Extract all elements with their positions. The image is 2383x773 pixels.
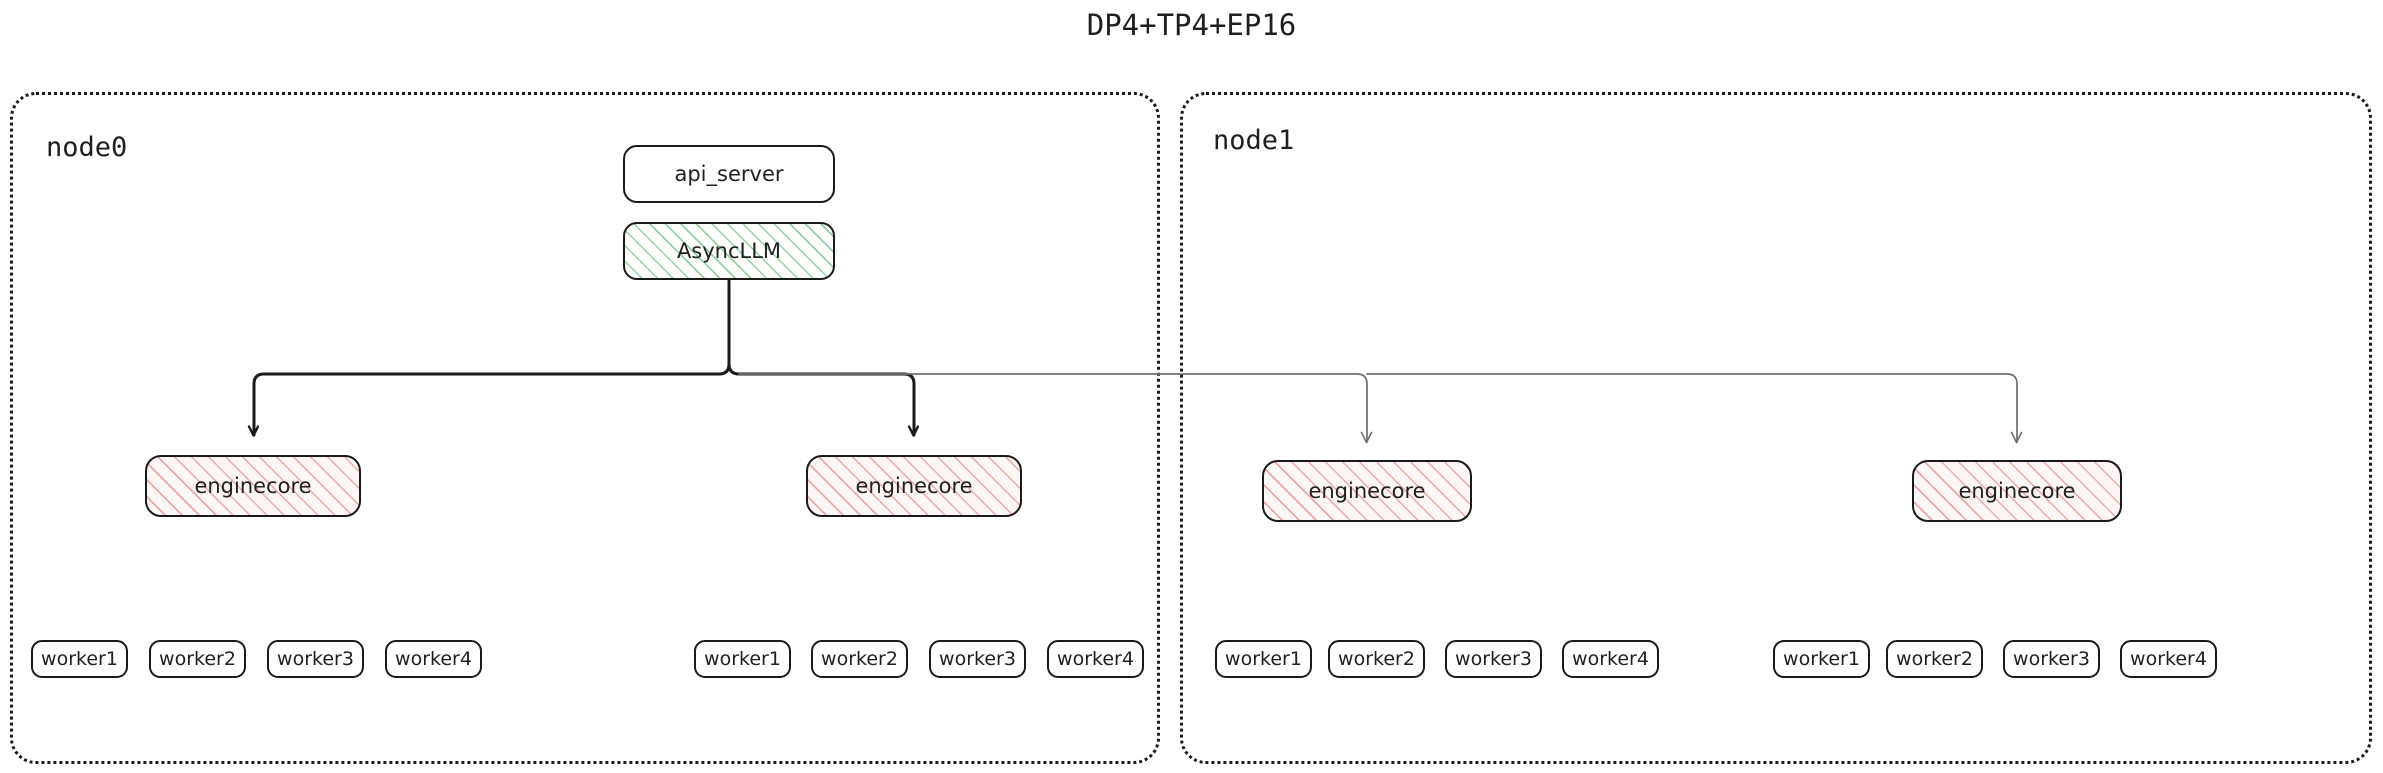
worker-node1-g0-4[interactable]: worker4 (1562, 640, 1659, 678)
block-label: AsyncLLM (676, 239, 782, 263)
enginecore-node0-0[interactable]: enginecore (145, 455, 361, 517)
node-label-node0: node0 (46, 132, 128, 163)
page-title: DP4+TP4+EP16 (1086, 8, 1297, 42)
worker-node1-g1-4[interactable]: worker4 (2120, 640, 2217, 678)
enginecore-label: enginecore (194, 474, 312, 498)
worker-label: worker2 (821, 648, 898, 670)
worker-node1-g0-1[interactable]: worker1 (1215, 640, 1312, 678)
worker-label: worker3 (1455, 648, 1532, 670)
worker-label: worker1 (1225, 648, 1302, 670)
worker-node0-g0-2[interactable]: worker2 (149, 640, 246, 678)
worker-label: worker4 (2130, 648, 2207, 670)
worker-node1-g0-3[interactable]: worker3 (1445, 640, 1542, 678)
block-api-server[interactable]: api_server (623, 145, 835, 203)
worker-label: worker1 (41, 648, 118, 670)
block-asyncllm[interactable]: AsyncLLM (623, 222, 835, 280)
worker-label: worker2 (1896, 648, 1973, 670)
worker-node0-g1-3[interactable]: worker3 (929, 640, 1026, 678)
worker-label: worker4 (1057, 648, 1134, 670)
node-label-node1: node1 (1213, 125, 1295, 156)
worker-label: worker1 (1783, 648, 1860, 670)
worker-label: worker4 (395, 648, 472, 670)
worker-label: worker1 (704, 648, 781, 670)
enginecore-label: enginecore (1958, 479, 2076, 503)
enginecore-node1-0[interactable]: enginecore (1262, 460, 1472, 522)
worker-node0-g1-4[interactable]: worker4 (1047, 640, 1144, 678)
enginecore-node0-1[interactable]: enginecore (806, 455, 1022, 517)
worker-node1-g1-3[interactable]: worker3 (2003, 640, 2100, 678)
worker-node0-g0-4[interactable]: worker4 (385, 640, 482, 678)
worker-label: worker3 (277, 648, 354, 670)
worker-node0-g0-1[interactable]: worker1 (31, 640, 128, 678)
enginecore-node1-1[interactable]: enginecore (1912, 460, 2122, 522)
enginecore-label: enginecore (1308, 479, 1426, 503)
enginecore-label: enginecore (855, 474, 973, 498)
worker-label: worker2 (1338, 648, 1415, 670)
worker-node1-g0-2[interactable]: worker2 (1328, 640, 1425, 678)
worker-node1-g1-1[interactable]: worker1 (1773, 640, 1870, 678)
worker-label: worker3 (2013, 648, 2090, 670)
worker-label: worker4 (1572, 648, 1649, 670)
block-label: api_server (674, 162, 784, 186)
worker-label: worker3 (939, 648, 1016, 670)
worker-label: worker2 (159, 648, 236, 670)
worker-node0-g1-1[interactable]: worker1 (694, 640, 791, 678)
worker-node1-g1-2[interactable]: worker2 (1886, 640, 1983, 678)
worker-node0-g0-3[interactable]: worker3 (267, 640, 364, 678)
worker-node0-g1-2[interactable]: worker2 (811, 640, 908, 678)
